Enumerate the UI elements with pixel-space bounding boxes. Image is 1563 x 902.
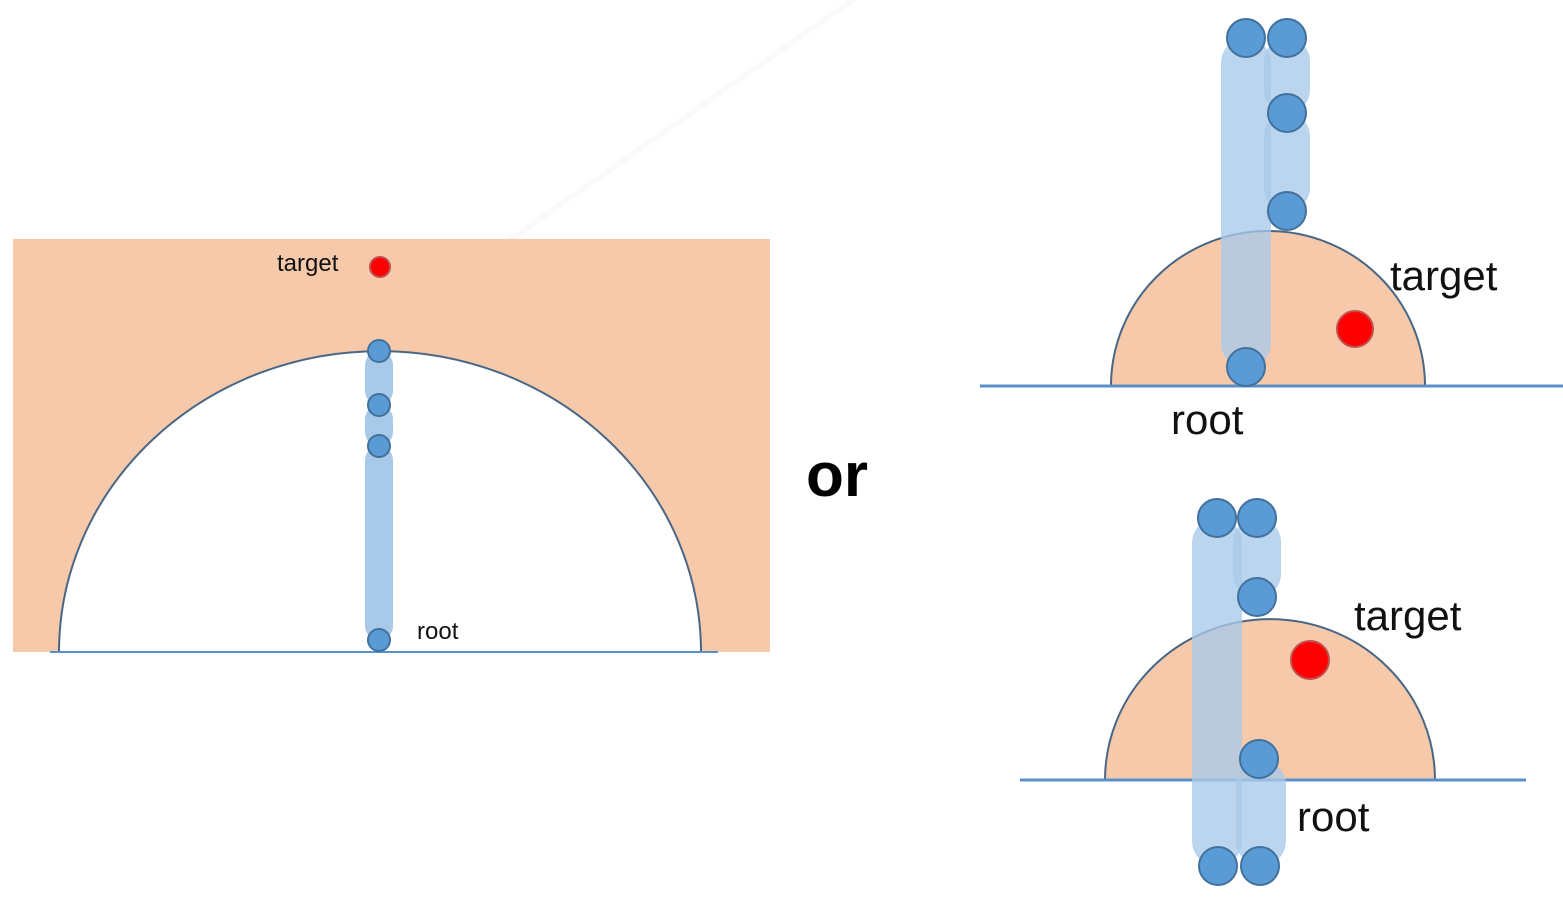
right-bottom-joint-c: [1198, 846, 1238, 886]
left-bone-1: [365, 351, 393, 405]
right-top-target-dot: [1336, 310, 1374, 348]
right-bottom-joint-tip: [1237, 577, 1277, 617]
right-bottom-joint-root: [1240, 846, 1280, 886]
left-joint-3: [367, 434, 391, 458]
right-top-bone-long: [1221, 38, 1271, 368]
right-top-joint-b: [1267, 18, 1307, 58]
left-root-label: root: [417, 618, 459, 645]
right-top-joint-tip: [1267, 191, 1307, 231]
left-bone-2: [365, 405, 393, 446]
right-bottom-root-label: root: [1297, 793, 1370, 840]
left-bone-3: [365, 446, 393, 640]
right-top-bone-fold-2: [1264, 113, 1310, 211]
right-top-joint-c: [1267, 93, 1307, 133]
right-top-bone-fold-1: [1264, 38, 1310, 113]
left-joint-2: [367, 393, 391, 417]
right-top-diagram: target root: [980, 18, 1563, 443]
right-bottom-bone-fold-top: [1233, 518, 1281, 598]
right-bottom-target-dot: [1290, 640, 1330, 680]
left-diagram: target root: [13, 239, 770, 653]
right-bottom-bone-long: [1192, 518, 1242, 866]
left-target-label: target: [277, 250, 339, 277]
right-bottom-joint-a: [1197, 498, 1237, 538]
right-top-target-label: target: [1390, 252, 1498, 299]
left-joint-root: [367, 628, 391, 652]
right-bottom-target-label: target: [1354, 592, 1462, 639]
right-bottom-joint-b: [1237, 498, 1277, 538]
left-joint-tip: [367, 339, 391, 363]
right-bottom-diagram: target root: [1020, 498, 1526, 886]
or-separator: or: [806, 441, 868, 510]
left-target-dot: [369, 256, 391, 278]
right-top-joint-a: [1226, 18, 1266, 58]
right-bottom-joint-mid: [1239, 739, 1279, 779]
right-top-root-label: root: [1171, 396, 1244, 443]
right-top-joint-root: [1226, 347, 1266, 387]
right-bottom-bone-fold-bottom: [1236, 760, 1286, 866]
right-bottom-reachable-dome: [1103, 618, 1437, 781]
